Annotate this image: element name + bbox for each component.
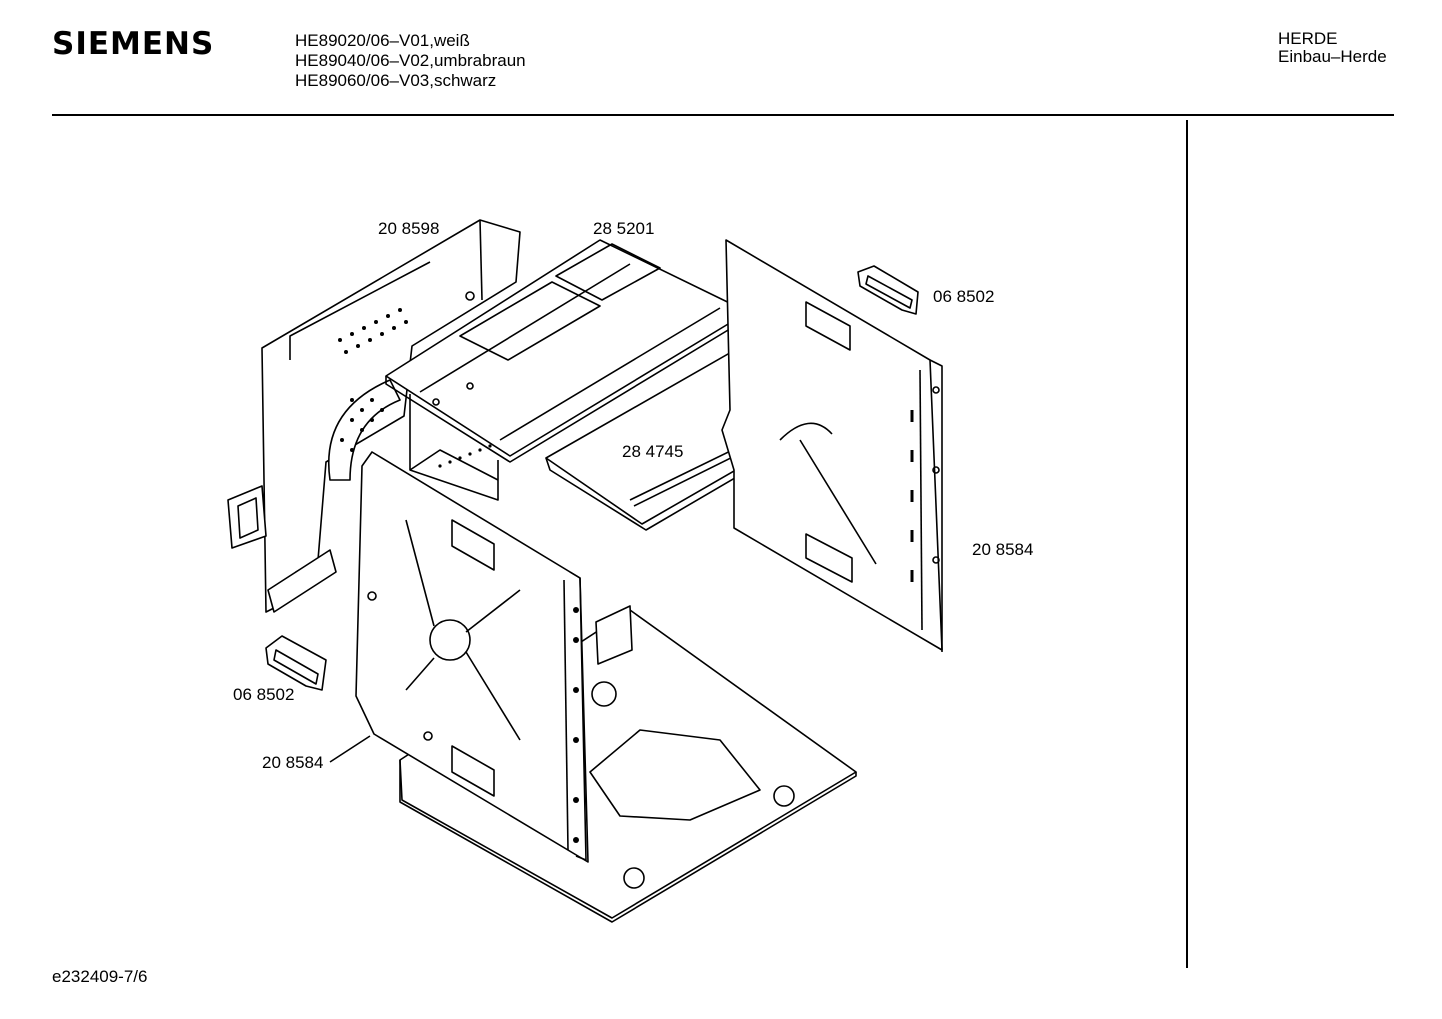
side-divider [1186,120,1188,968]
inner-frame-part [409,394,499,501]
handle-right-part [857,265,919,315]
label-side-panel-left: 20 8584 [262,753,323,772]
drawing-code: e232409-7/6 [52,967,148,986]
model-line: HE89060/06–V03,schwarz [295,71,497,90]
model-line: HE89020/06–V01,weiß [295,31,470,50]
label-side-panel-right: 20 8584 [972,540,1033,559]
label-rail: 28 4745 [622,442,683,461]
category-title: HERDE [1278,29,1338,48]
handle-left-part [265,635,327,691]
header-divider [52,114,1394,116]
category-block: HERDE Einbau–Herde [1278,30,1387,66]
back-panel-part [227,219,521,613]
label-back-panel: 20 8598 [378,219,439,238]
label-handle-left: 06 8502 [233,685,294,704]
label-handle-right: 06 8502 [933,287,994,306]
leader-line [329,735,371,763]
model-list: HE89020/06–V01,weiß HE89040/06–V02,umbra… [295,31,526,91]
side-panel-right-part [721,239,943,652]
label-top-panel: 28 5201 [593,219,654,238]
category-subtitle: Einbau–Herde [1278,47,1387,66]
brand-logo: SIEMENS [52,26,215,62]
model-line: HE89040/06–V02,umbrabraun [295,51,526,70]
side-panel-left-part [355,451,589,863]
